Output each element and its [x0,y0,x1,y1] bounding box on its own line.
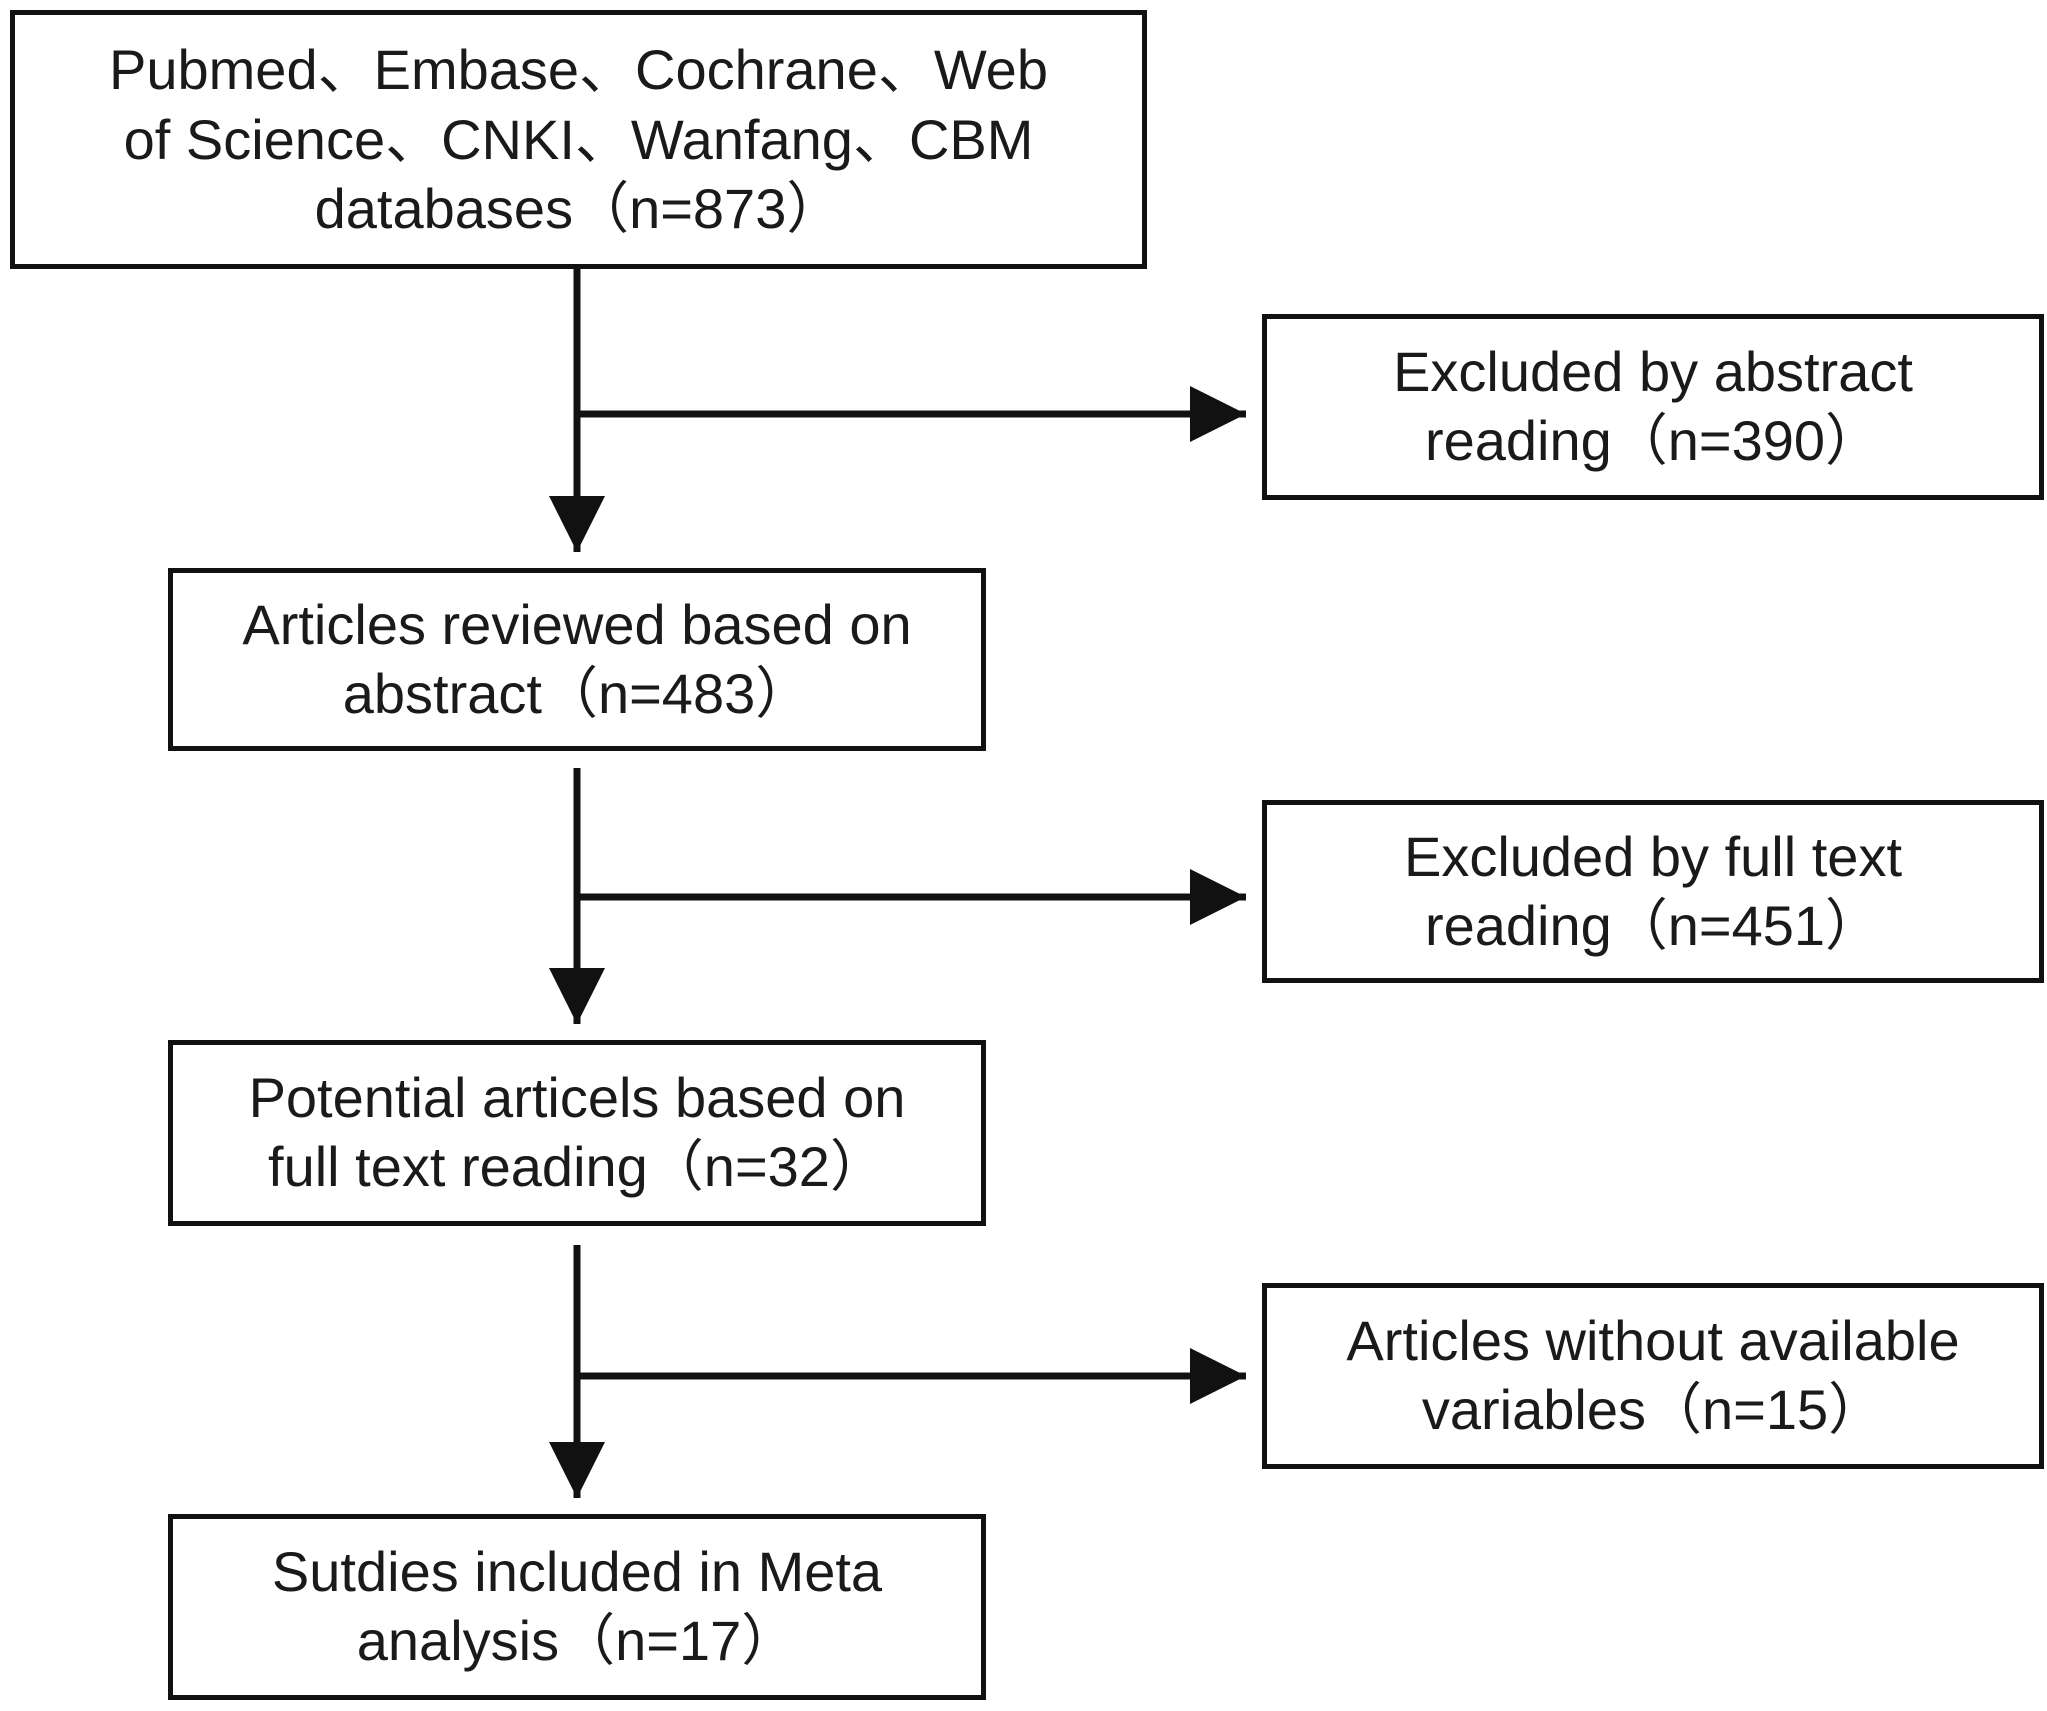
included-studies-box: Sutdies included in Meta analysis（n=17） [168,1514,986,1700]
excluded-variables-text: Articles without available variables（n=1… [1346,1309,1960,1441]
full-text-review-text: Potential articels based on full text re… [248,1066,906,1198]
excluded-abstract-box: Excluded by abstract reading（n=390） [1262,314,2044,500]
full-text-review-box: Potential articels based on full text re… [168,1040,986,1226]
database-search-box: Pubmed、Embase、Cochrane、Web of Science、CN… [10,10,1147,269]
abstract-review-box: Articles reviewed based on abstract（n=48… [168,568,986,751]
excluded-abstract-text: Excluded by abstract reading（n=390） [1393,340,1913,472]
database-search-text: Pubmed、Embase、Cochrane、Web of Science、CN… [109,38,1048,241]
abstract-review-text: Articles reviewed based on abstract（n=48… [242,592,912,725]
excluded-fulltext-box: Excluded by full text reading（n=451） [1262,800,2044,983]
excluded-fulltext-text: Excluded by full text reading（n=451） [1403,824,1903,957]
excluded-variables-box: Articles without available variables（n=1… [1262,1283,2044,1469]
included-studies-text: Sutdies included in Meta analysis（n=17） [271,1540,883,1672]
